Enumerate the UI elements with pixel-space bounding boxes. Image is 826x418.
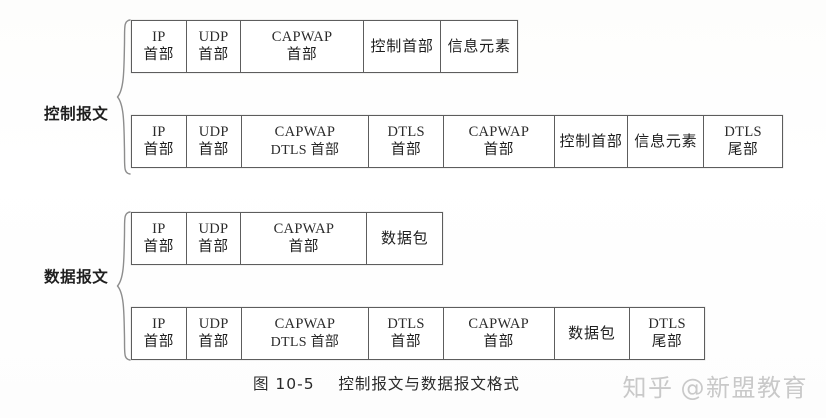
packet-field-line1: UDP	[198, 123, 229, 140]
packet-field-line1: CAPWAP	[273, 220, 335, 237]
group-label-control-messages: 控制报文	[44, 105, 109, 123]
packet-field-line1: UDP	[198, 315, 229, 332]
packet-field-line2: 信息元素	[634, 132, 698, 151]
packet-field: 控制首部	[364, 21, 442, 72]
packet-field-line1: DTLS	[648, 315, 686, 332]
packet-field: 数据包	[367, 213, 442, 264]
packet-field-line2: 首部	[198, 141, 230, 158]
watermark: 知乎 @新盟教育	[623, 368, 809, 403]
packet-field-line2: 首部	[288, 238, 320, 255]
brace-data-messages	[116, 210, 132, 362]
packet-field-line1: CAPWAP	[274, 316, 336, 333]
group-label-data-messages: 数据报文	[44, 268, 109, 286]
packet-field-line2: 尾部	[727, 141, 759, 158]
packet-field-line1: CAPWAP	[468, 123, 530, 140]
packet-field-line1: IP	[152, 220, 166, 237]
packet-field: 数据包	[555, 308, 631, 359]
brace-control-messages	[116, 18, 132, 176]
packet-field-line2: 首部	[390, 333, 422, 350]
packet-field-line1: IP	[152, 123, 166, 140]
packet-field-line2: 首部	[143, 238, 175, 255]
packet-field-line2: 首部	[390, 141, 422, 158]
packet-field-line2: 首部	[286, 46, 318, 63]
packet-field-line1: DTLS	[387, 315, 425, 332]
packet-field-line2: 数据包	[381, 229, 429, 248]
packet-field-line2: 首部	[483, 333, 515, 350]
packet-field-line2: 首部	[143, 46, 175, 63]
packet-field-line2: 控制首部	[370, 37, 434, 56]
packet-field-line2: DTLS 首部	[270, 334, 340, 350]
packet-field-line1: UDP	[198, 220, 229, 237]
watermark-handle: @新盟教育	[680, 374, 808, 402]
packet-field-line2: DTLS 首部	[270, 142, 340, 158]
packet-field: 信息元素	[441, 21, 517, 72]
packet-field-line2: 信息元素	[447, 37, 511, 56]
packet-field-line1: DTLS	[387, 123, 425, 140]
packet-field-line1: IP	[152, 315, 166, 332]
packet-field-line1: CAPWAP	[271, 28, 333, 45]
watermark-brand: 知乎	[622, 374, 674, 402]
packet-field-line2: 尾部	[651, 333, 683, 350]
packet-field-line1: UDP	[198, 28, 229, 45]
packet-field-line2: 首部	[198, 238, 229, 255]
packet-field-line2: 控制首部	[559, 132, 623, 151]
packet-field: 控制首部	[555, 116, 629, 167]
packet-field: 信息元素	[628, 116, 705, 167]
packet-field-line2: 首部	[143, 141, 175, 158]
packet-field-line1: IP	[152, 28, 166, 45]
packet-field-line1: DTLS	[724, 123, 762, 140]
packet-field-line1: CAPWAP	[468, 315, 530, 332]
packet-field-line2: 首部	[143, 333, 175, 350]
packet-field-line2: 首部	[198, 46, 229, 63]
packet-field-line2: 首部	[483, 141, 515, 158]
packet-field-line2: 首部	[198, 333, 230, 350]
packet-field-line2: 数据包	[568, 324, 616, 343]
figure-caption: 图 10-5 控制报文与数据报文格式	[253, 375, 520, 393]
packet-field-line1: CAPWAP	[274, 124, 336, 141]
